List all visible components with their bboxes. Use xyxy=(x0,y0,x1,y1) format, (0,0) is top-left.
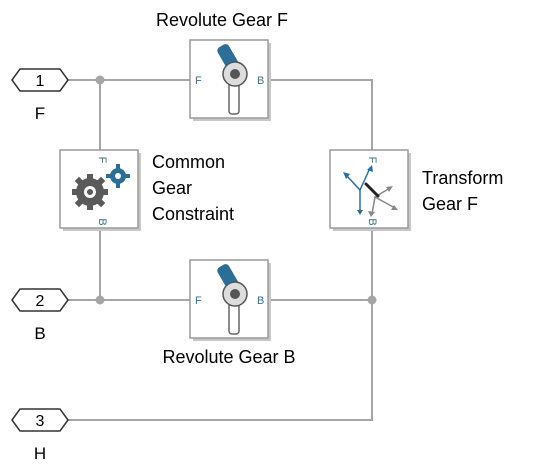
transform-gear-f-block[interactable]: F B Transform Gear F xyxy=(329,149,503,231)
revolute-gear-b-block[interactable]: F B Revolute Gear B xyxy=(162,259,296,367)
block-title-line-1: Transform xyxy=(422,168,503,188)
block-title-line-2: Gear F xyxy=(422,194,478,214)
gear-constraint-icon xyxy=(72,164,130,210)
block-title-line-1: Common xyxy=(152,152,225,172)
revolute-joint-icon xyxy=(217,44,248,115)
port-b-label: B xyxy=(257,295,264,307)
connection-port-3[interactable]: 3 H xyxy=(11,408,69,463)
port-f-label: F xyxy=(195,75,202,87)
line-transform-down xyxy=(68,230,373,421)
revolute-gear-f-block[interactable]: Revolute Gear F F B xyxy=(156,10,288,121)
port-b-label: B xyxy=(257,75,264,87)
block-title-line-3: Constraint xyxy=(152,204,234,224)
revolute-joint-icon xyxy=(217,264,248,335)
block-title: Revolute Gear B xyxy=(162,347,295,367)
junction-dot xyxy=(367,295,377,305)
junction-dot xyxy=(95,75,105,85)
port-f-label: F xyxy=(96,157,108,164)
port-f-label: F xyxy=(195,295,202,307)
port-label: F xyxy=(35,104,45,123)
port-b-label: B xyxy=(366,218,378,225)
block-title: Revolute Gear F xyxy=(156,10,288,30)
port-label: H xyxy=(34,444,46,463)
connection-port-1[interactable]: 1 F xyxy=(11,68,69,123)
port-number: 2 xyxy=(36,293,45,310)
port-number: 1 xyxy=(36,73,45,90)
connection-port-2[interactable]: 2 B xyxy=(11,288,69,343)
junction-dot xyxy=(95,295,105,305)
common-gear-constraint-block[interactable]: F B Common xyxy=(59,149,234,231)
line-revf-to-transform xyxy=(268,79,373,150)
port-label: B xyxy=(34,324,45,343)
connection-lines xyxy=(68,75,377,421)
port-b-label: B xyxy=(96,218,108,225)
rigid-transform-icon xyxy=(343,165,398,217)
block-title-line-2: Gear xyxy=(152,178,192,198)
port-number: 3 xyxy=(36,413,45,430)
port-f-label: F xyxy=(366,157,378,164)
